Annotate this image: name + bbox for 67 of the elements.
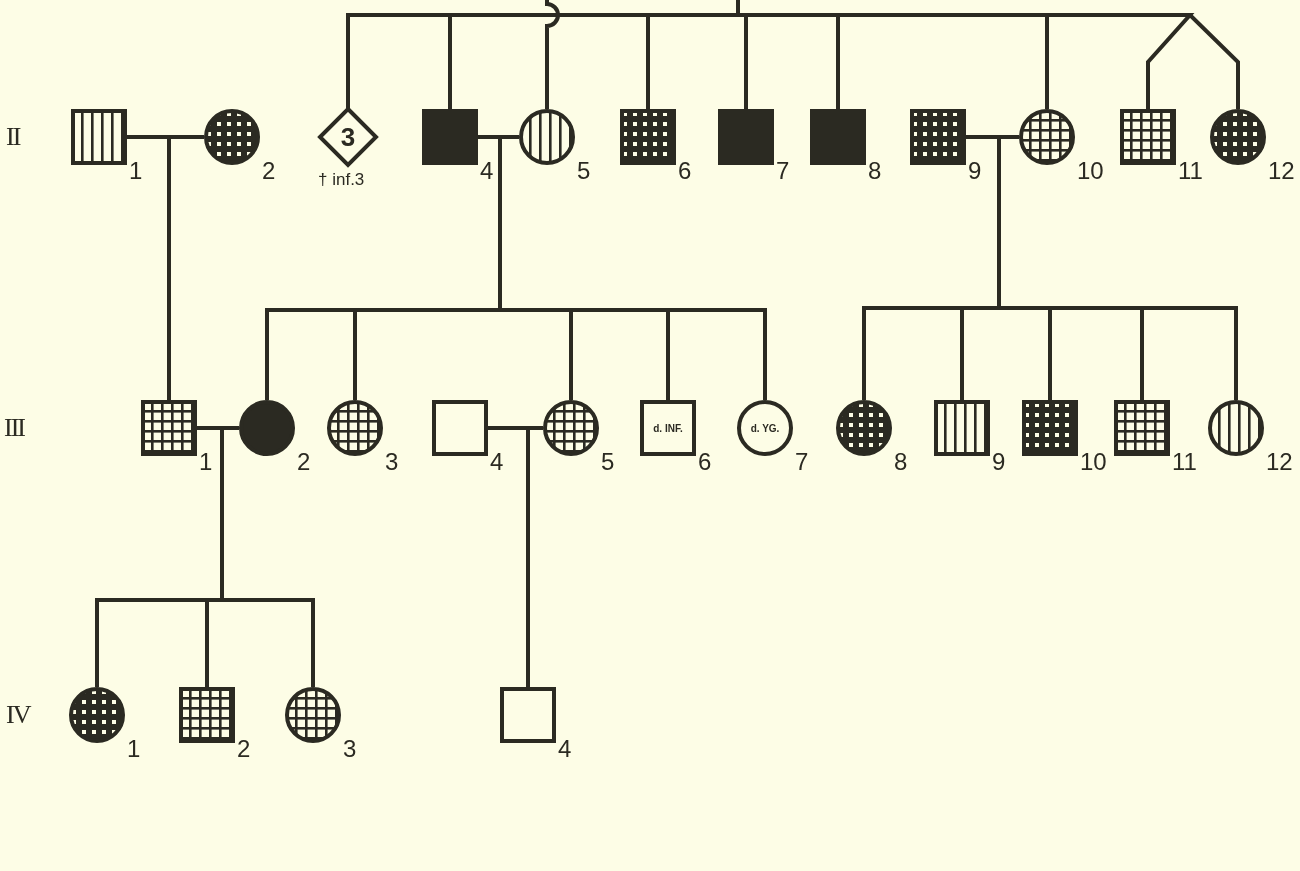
individual-number: † inf.3 [318, 171, 365, 188]
male-symbol [432, 400, 488, 456]
male-symbol [141, 400, 197, 456]
individual-number: 11 [1172, 450, 1197, 474]
individual-number: 1 [199, 450, 213, 474]
male-symbol [1022, 400, 1078, 456]
male-symbol [1114, 400, 1170, 456]
generation-numeral: III [4, 415, 24, 441]
descent-line [127, 135, 171, 400]
individual-number: 11 [1178, 159, 1203, 183]
individual-number: 9 [992, 450, 1006, 474]
male-symbol [422, 109, 478, 165]
generation-numeral: IV [6, 702, 30, 728]
male-symbol [718, 109, 774, 165]
individual-number: 12 [1268, 159, 1295, 183]
individual-number: 2 [262, 159, 276, 183]
individual-number: 4 [490, 450, 504, 474]
individual-number: 5 [577, 159, 591, 183]
descent-line [966, 135, 1238, 400]
individual-number: 7 [795, 450, 809, 474]
individual-number: 9 [968, 159, 982, 183]
male-symbol [179, 687, 235, 743]
individual-number: 6 [678, 159, 692, 183]
female-symbol [1019, 109, 1075, 165]
female-symbol [737, 400, 793, 456]
individual-number: 4 [480, 159, 494, 183]
individual-number: 10 [1080, 450, 1107, 474]
female-symbol [543, 400, 599, 456]
female-symbol [69, 687, 125, 743]
female-symbol [285, 687, 341, 743]
male-symbol [620, 109, 676, 165]
individual-number: 5 [601, 450, 615, 474]
descent-line [197, 426, 315, 687]
individual-number: 8 [868, 159, 882, 183]
male-symbol [934, 400, 990, 456]
sex-unknown-diamond [320, 109, 376, 165]
female-symbol [519, 109, 575, 165]
male-symbol [910, 109, 966, 165]
male-symbol [71, 109, 127, 165]
individual-number: 6 [698, 450, 712, 474]
individual-number: 3 [343, 737, 357, 761]
individual-number: 2 [237, 737, 251, 761]
male-symbol [810, 109, 866, 165]
male-symbol [1120, 109, 1176, 165]
female-symbol [1210, 109, 1266, 165]
female-symbol [204, 109, 260, 165]
female-symbol [1208, 400, 1264, 456]
individual-number: 12 [1266, 450, 1293, 474]
generation-numeral: II [6, 124, 20, 150]
symbol-text: d. INF. [653, 422, 683, 434]
female-symbol [239, 400, 295, 456]
descent-line [488, 426, 530, 687]
female-symbol [327, 400, 383, 456]
symbol-text: 3 [340, 122, 356, 152]
individual-number: 1 [127, 737, 141, 761]
symbol-text: d. YG. [750, 422, 780, 434]
individual-number: 4 [558, 737, 572, 761]
individual-number: 3 [385, 450, 399, 474]
individual-number: 7 [776, 159, 790, 183]
female-symbol [836, 400, 892, 456]
descent-line [545, 0, 560, 109]
individual-number: 8 [894, 450, 908, 474]
male-symbol [640, 400, 696, 456]
individual-number: 10 [1077, 159, 1104, 183]
individual-number: 2 [297, 450, 311, 474]
individual-number: 1 [129, 159, 143, 183]
male-symbol [500, 687, 556, 743]
